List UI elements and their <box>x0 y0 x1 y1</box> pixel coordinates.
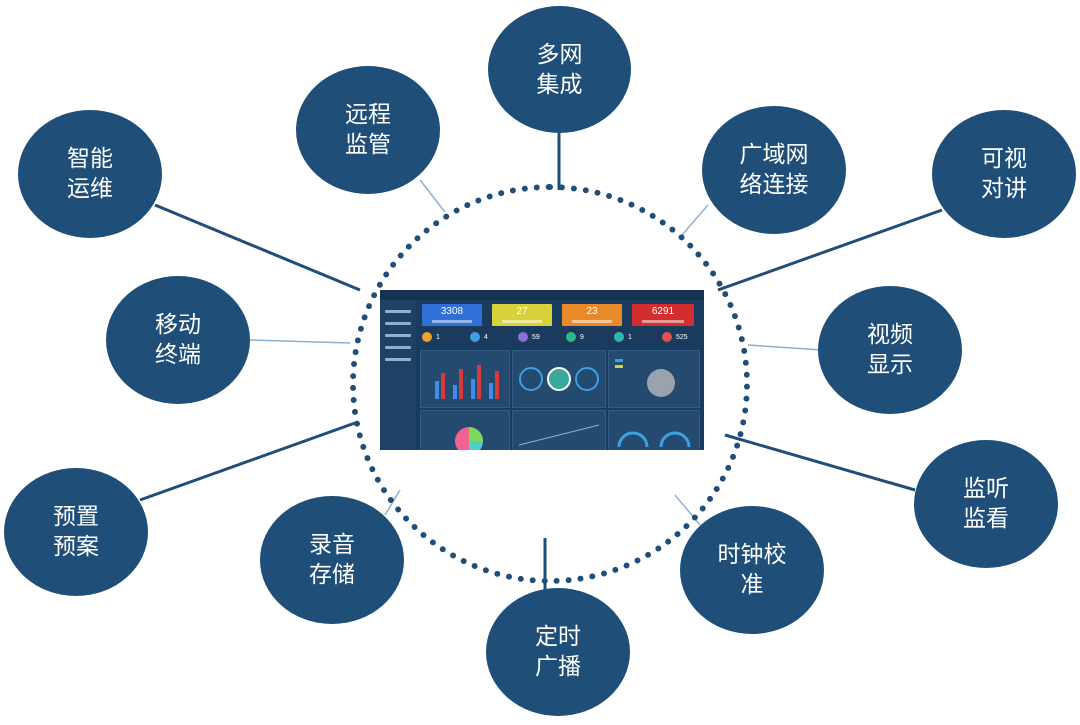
node-recording-storage: 录音 存储 <box>260 496 404 624</box>
node-label: 可视 对讲 <box>981 146 1027 202</box>
gauge-rings-panel <box>512 350 606 408</box>
node-wan-connection: 广域网 络连接 <box>702 106 846 234</box>
stat-value: 9 <box>580 334 584 341</box>
node-multi-network: 多网 集成 <box>488 6 631 133</box>
stat-item: 1 <box>614 331 632 345</box>
mini-line-chart <box>518 424 600 446</box>
mini-bar-chart <box>435 365 499 399</box>
node-label: 监听 监看 <box>963 476 1009 532</box>
node-label: 定时 广播 <box>535 624 581 680</box>
connector-video-intercom <box>717 208 943 292</box>
kpi-value: 23 <box>586 306 598 317</box>
stat-item: 59 <box>518 331 540 345</box>
stat-icon <box>662 332 672 343</box>
node-label: 视频 显示 <box>867 322 913 378</box>
connector-monitor-listen <box>724 433 916 492</box>
connector-smart-ops <box>154 203 361 292</box>
kpi-card: 23 <box>562 304 622 326</box>
connector-wan-connection <box>681 204 709 236</box>
node-remote-supervision: 远程 监管 <box>296 66 440 194</box>
node-label: 远程 监管 <box>345 102 391 158</box>
node-mobile-terminal: 移动 终端 <box>106 276 250 404</box>
node-smart-ops: 智能 运维 <box>18 110 162 238</box>
stat-value: 59 <box>532 334 540 341</box>
node-video-display: 视频 显示 <box>818 286 962 414</box>
kpi-value: 27 <box>516 306 528 317</box>
node-label: 智能 运维 <box>67 146 113 202</box>
node-label: 时钟校 准 <box>717 542 787 598</box>
node-video-intercom: 可视 对讲 <box>932 110 1076 238</box>
kpi-value: 6291 <box>651 306 675 317</box>
node-label: 多网 集成 <box>536 41 583 98</box>
hub-dotted-ring <box>350 184 750 584</box>
connector-remote-supervision <box>419 179 446 213</box>
dashboard-sidebar <box>380 300 416 450</box>
stat-value: 4 <box>484 334 488 341</box>
connector-video-display <box>747 344 823 351</box>
node-label: 预置 预案 <box>53 504 99 560</box>
node-label: 移动 终端 <box>155 312 201 368</box>
stat-icon <box>422 332 432 343</box>
node-preset-plans: 预置 预案 <box>4 468 148 596</box>
stat-item: 1 <box>422 331 440 345</box>
connector-preset-plans <box>139 421 356 502</box>
node-monitor-listen: 监听 监看 <box>914 440 1058 568</box>
stat-value: 525 <box>676 334 688 341</box>
stat-item: 9 <box>566 331 584 345</box>
node-label: 广域网 络连接 <box>739 142 809 198</box>
mini-ring-gauges <box>519 367 599 391</box>
kpi-card: 3308 <box>422 304 482 326</box>
mini-donut <box>455 427 483 450</box>
stat-icon <box>470 332 480 343</box>
stat-value: 1 <box>436 334 440 341</box>
dashboard-topbar <box>380 290 704 300</box>
stat-icon <box>614 332 624 343</box>
stat-icon <box>566 332 576 343</box>
node-timed-broadcast: 定时 广播 <box>486 588 630 716</box>
node-label: 录音 存储 <box>309 532 355 588</box>
stat-value: 1 <box>628 334 632 341</box>
pie-panel <box>608 350 700 408</box>
kpi-value: 3308 <box>440 306 464 317</box>
mini-pie <box>615 359 675 397</box>
mini-speedometers <box>617 431 691 448</box>
stat-icon <box>518 332 528 343</box>
bar-chart-panel <box>420 350 510 408</box>
donut-panel <box>420 410 510 450</box>
kpi-card: 27 <box>492 304 552 326</box>
stat-item: 525 <box>662 331 688 345</box>
connector-mobile-terminal <box>249 339 351 344</box>
dashboard-screenshot: 3308 27 23 6291 1 4 59 9 1 525 <box>380 290 704 450</box>
kpi-card: 6291 <box>632 304 694 326</box>
node-clock-sync: 时钟校 准 <box>680 506 824 634</box>
speedometer-panel <box>608 410 700 450</box>
stat-item: 4 <box>470 331 488 345</box>
line-chart-panel <box>512 410 606 450</box>
